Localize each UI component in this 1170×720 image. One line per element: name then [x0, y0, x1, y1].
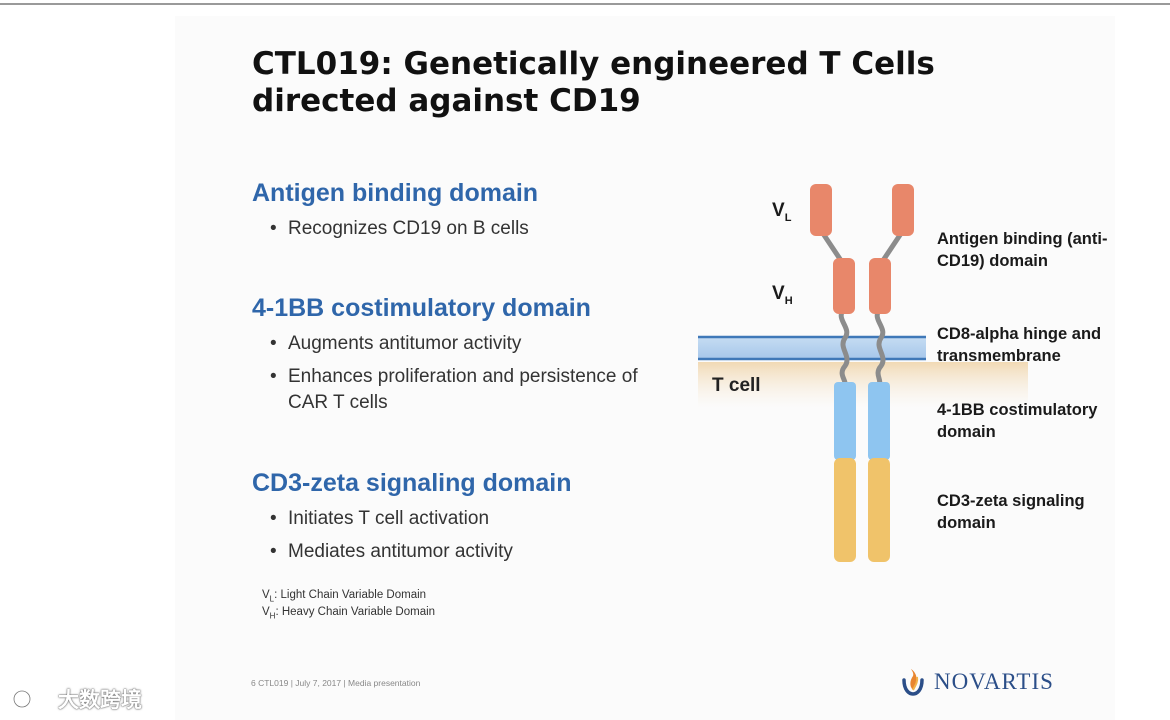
vh-label: VH	[772, 283, 793, 307]
vl-label: VL	[772, 200, 792, 224]
vl-footnote: VL: Light Chain Variable Domain	[262, 589, 427, 604]
section-heading: CD3-zeta signaling domain	[252, 469, 572, 497]
vh-footnote: VH: Heavy Chain Variable Domain	[262, 606, 436, 621]
section-heading: 4-1BB costimulatory domain	[252, 294, 591, 322]
novartis-wordmark: NOVARTIS	[934, 669, 1054, 694]
section-heading: Antigen binding domain	[252, 179, 539, 207]
membrane	[698, 336, 926, 360]
vl-domain-right	[892, 184, 914, 236]
costim-domain-left	[834, 382, 856, 460]
watermark: 大数跨境	[12, 684, 142, 714]
section-cd3: CD3-zeta signaling domain Initiates T ce…	[252, 468, 571, 572]
linker-right	[879, 229, 905, 265]
bullet-item: Initiates T cell activation	[270, 506, 571, 532]
bullet-item: Recognizes CD19 on B cells	[270, 216, 538, 242]
hinge-right	[874, 307, 886, 387]
slide-title: CTL019: Genetically engineered T Cells d…	[252, 46, 935, 119]
t-cell-region	[698, 362, 1028, 408]
label-cd3: CD3-zeta signaling domain	[937, 492, 1085, 532]
bullet-item: Enhances proliferation and persistence o…	[270, 364, 668, 416]
label-hinge: CD8-alpha hinge and transmembrane	[937, 325, 1102, 365]
cd3-domain-right	[868, 458, 890, 562]
bullet-item: Mediates antitumor activity	[270, 539, 571, 565]
hinge-left	[838, 307, 850, 387]
section-antigen: Antigen binding domain Recognizes CD19 o…	[252, 178, 538, 249]
label-costim: 4-1BB costimulatory domain	[937, 401, 1098, 441]
vh-domain-left	[833, 258, 855, 314]
t-cell-label: T cell	[712, 375, 761, 396]
vl-domain-left	[810, 184, 832, 236]
section-costim: 4-1BB costimulatory domain Augments anti…	[252, 293, 668, 423]
watermark-text: 大数跨境	[58, 689, 142, 712]
bullet-list: Augments antitumor activity Enhances pro…	[252, 331, 668, 416]
bullet-list: Initiates T cell activation Mediates ant…	[252, 506, 571, 565]
label-antigen-binding: Antigen binding (anti-CD19) domain	[937, 230, 1108, 270]
costim-domain-right	[868, 382, 890, 460]
bullet-item: Augments antitumor activity	[270, 331, 668, 357]
watermark-icon	[12, 689, 56, 709]
novartis-flame-icon	[902, 669, 924, 696]
top-border	[0, 3, 1170, 5]
linker-left	[819, 229, 845, 265]
novartis-logo: NOVARTIS	[900, 668, 1054, 696]
bullet-list: Recognizes CD19 on B cells	[252, 216, 538, 242]
slide-footer: 6 CTL019 | July 7, 2017 | Media presenta…	[251, 678, 421, 688]
vh-domain-right	[869, 258, 891, 314]
cd3-domain-left	[834, 458, 856, 562]
